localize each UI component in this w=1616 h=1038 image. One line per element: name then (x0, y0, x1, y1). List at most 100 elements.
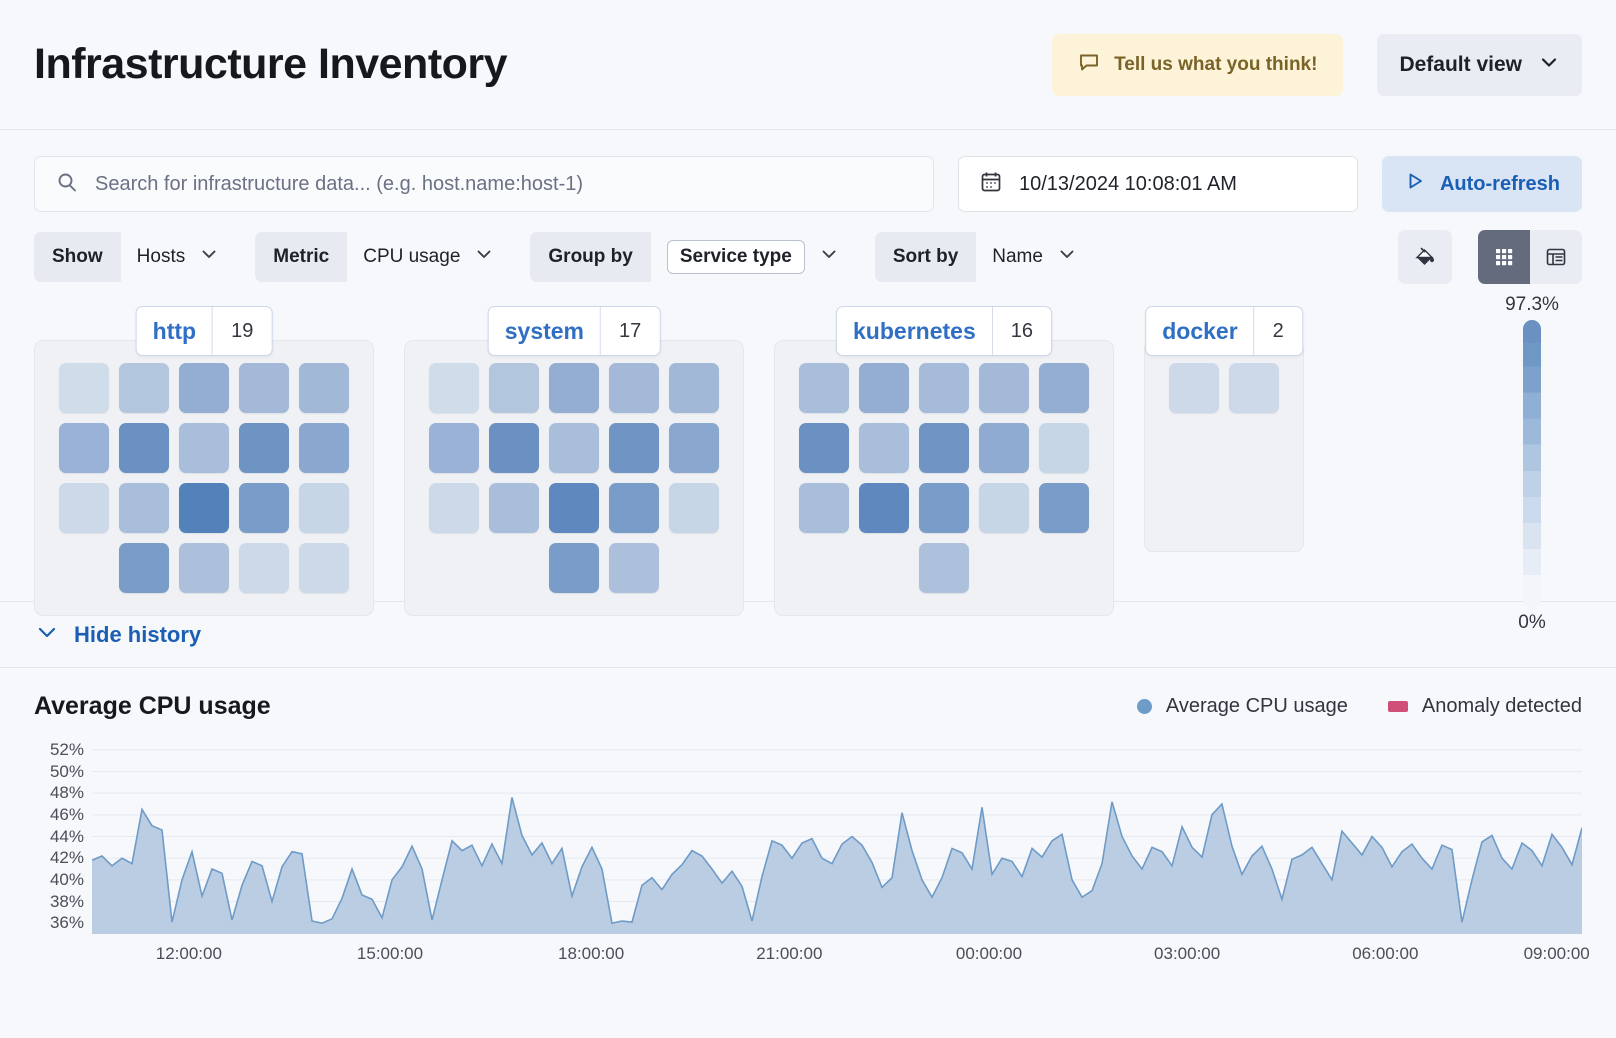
waffle-cell[interactable] (119, 363, 169, 413)
waffle-cell[interactable] (1229, 363, 1279, 413)
waffle-cell[interactable] (799, 483, 849, 533)
group-badge[interactable]: http19 (136, 306, 273, 356)
waffle-cell[interactable] (919, 483, 969, 533)
legend-item-average-cpu-usage[interactable]: Average CPU usage (1137, 695, 1348, 718)
waffle-cell[interactable] (549, 483, 599, 533)
waffle-cell[interactable] (239, 363, 289, 413)
waffle-cell[interactable] (429, 423, 479, 473)
waffle-row (429, 543, 719, 593)
waffle-cell[interactable] (119, 483, 169, 533)
date-picker[interactable]: 10/13/2024 10:08:01 AM (958, 156, 1358, 212)
waffle-cell[interactable] (179, 363, 229, 413)
waffle-cell[interactable] (919, 423, 969, 473)
waffle-cell[interactable] (669, 483, 719, 533)
waffle-cell[interactable] (179, 483, 229, 533)
table-view-icon[interactable] (1530, 230, 1582, 284)
waffle-cell[interactable] (59, 483, 109, 533)
waffle-cell[interactable] (1039, 423, 1089, 473)
waffle-cell[interactable] (179, 543, 229, 593)
waffle-cell[interactable] (979, 363, 1029, 413)
filter-show-label: Show (34, 232, 121, 282)
waffle-cell[interactable] (489, 363, 539, 413)
waffle-cell[interactable] (1039, 363, 1089, 413)
calendar-icon (979, 170, 1003, 199)
waffle-row (1169, 363, 1279, 413)
filter-group-by-value[interactable]: Service type (651, 232, 855, 282)
waffle-cell[interactable] (59, 363, 109, 413)
waffle-cell[interactable] (609, 543, 659, 593)
waffle-cell[interactable] (429, 483, 479, 533)
group-badge[interactable]: kubernetes16 (836, 306, 1052, 356)
y-axis-tick: 44% (50, 827, 84, 847)
chevron-down-icon (34, 619, 60, 650)
waffle-cell[interactable] (979, 483, 1029, 533)
waffle-cell[interactable] (299, 543, 349, 593)
waffle-cell-spacer (669, 543, 719, 593)
waffle-cell[interactable] (59, 423, 109, 473)
group-body (1144, 340, 1304, 552)
waffle-groups: http19 system17 kubernetes16 docker2 (34, 306, 1582, 616)
waffle-cell[interactable] (179, 423, 229, 473)
waffle-cell[interactable] (919, 363, 969, 413)
waffle-cell[interactable] (1169, 363, 1219, 413)
waffle-cell[interactable] (669, 423, 719, 473)
filter-sort-by-value[interactable]: Name (976, 232, 1093, 282)
waffle-cell-spacer (429, 543, 479, 593)
waffle-cell[interactable] (1039, 483, 1089, 533)
waffle-cell[interactable] (429, 363, 479, 413)
group-name[interactable]: docker (1146, 307, 1253, 355)
waffle-cell[interactable] (669, 363, 719, 413)
color-legend-scale: 97.3% 0% (1492, 294, 1572, 634)
legend-item-anomaly-detected[interactable]: Anomaly detected (1388, 695, 1582, 718)
waffle-cell[interactable] (239, 543, 289, 593)
waffle-cell[interactable] (799, 363, 849, 413)
waffle-row (799, 363, 1089, 413)
group-badge[interactable]: docker2 (1145, 306, 1303, 356)
waffle-cell[interactable] (549, 363, 599, 413)
filter-group-by-value-text: Service type (667, 240, 805, 274)
legend-dot-icon (1137, 699, 1152, 714)
legend-gradient-bar (1523, 320, 1541, 610)
paint-bucket-icon[interactable] (1398, 230, 1452, 284)
waffle-cell[interactable] (299, 423, 349, 473)
group-name[interactable]: system (489, 307, 600, 355)
chevron-down-icon (1057, 244, 1077, 270)
filter-show-value[interactable]: Hosts (121, 232, 236, 282)
legend-min-value: 0% (1518, 612, 1545, 634)
grid-view-icon[interactable] (1478, 230, 1530, 284)
search-input[interactable]: Search for infrastructure data... (e.g. … (34, 156, 934, 212)
filter-metric-value[interactable]: CPU usage (347, 232, 510, 282)
waffle-cell[interactable] (299, 483, 349, 533)
waffle-cell[interactable] (489, 483, 539, 533)
feedback-button[interactable]: Tell us what you think! (1052, 34, 1343, 96)
waffle-cell[interactable] (299, 363, 349, 413)
waffle-cell[interactable] (489, 423, 539, 473)
waffle-cell[interactable] (859, 423, 909, 473)
waffle-cell[interactable] (979, 423, 1029, 473)
waffle-cell[interactable] (239, 423, 289, 473)
group-name[interactable]: http (137, 307, 212, 355)
chart-plot-area[interactable] (92, 739, 1582, 934)
waffle-cell[interactable] (609, 423, 659, 473)
waffle-cell[interactable] (859, 363, 909, 413)
waffle-cell[interactable] (549, 543, 599, 593)
x-axis-tick: 03:00:00 (1154, 944, 1220, 964)
auto-refresh-button[interactable]: Auto-refresh (1382, 156, 1582, 212)
waffle-cell[interactable] (919, 543, 969, 593)
waffle-cell[interactable] (549, 423, 599, 473)
waffle-cell[interactable] (609, 363, 659, 413)
y-axis-tick: 46% (50, 805, 84, 825)
waffle-group: system17 (404, 306, 744, 616)
group-badge[interactable]: system17 (488, 306, 661, 356)
group-name[interactable]: kubernetes (837, 307, 992, 355)
waffle-cell[interactable] (859, 483, 909, 533)
waffle-cell[interactable] (239, 483, 289, 533)
default-view-button[interactable]: Default view (1377, 34, 1582, 96)
waffle-cell[interactable] (119, 423, 169, 473)
waffle-row (799, 483, 1089, 533)
waffle-cell[interactable] (119, 543, 169, 593)
waffle-cell[interactable] (609, 483, 659, 533)
waffle-cell[interactable] (799, 423, 849, 473)
waffle-cell-spacer (979, 543, 1029, 593)
page-title: Infrastructure Inventory (34, 40, 1052, 89)
